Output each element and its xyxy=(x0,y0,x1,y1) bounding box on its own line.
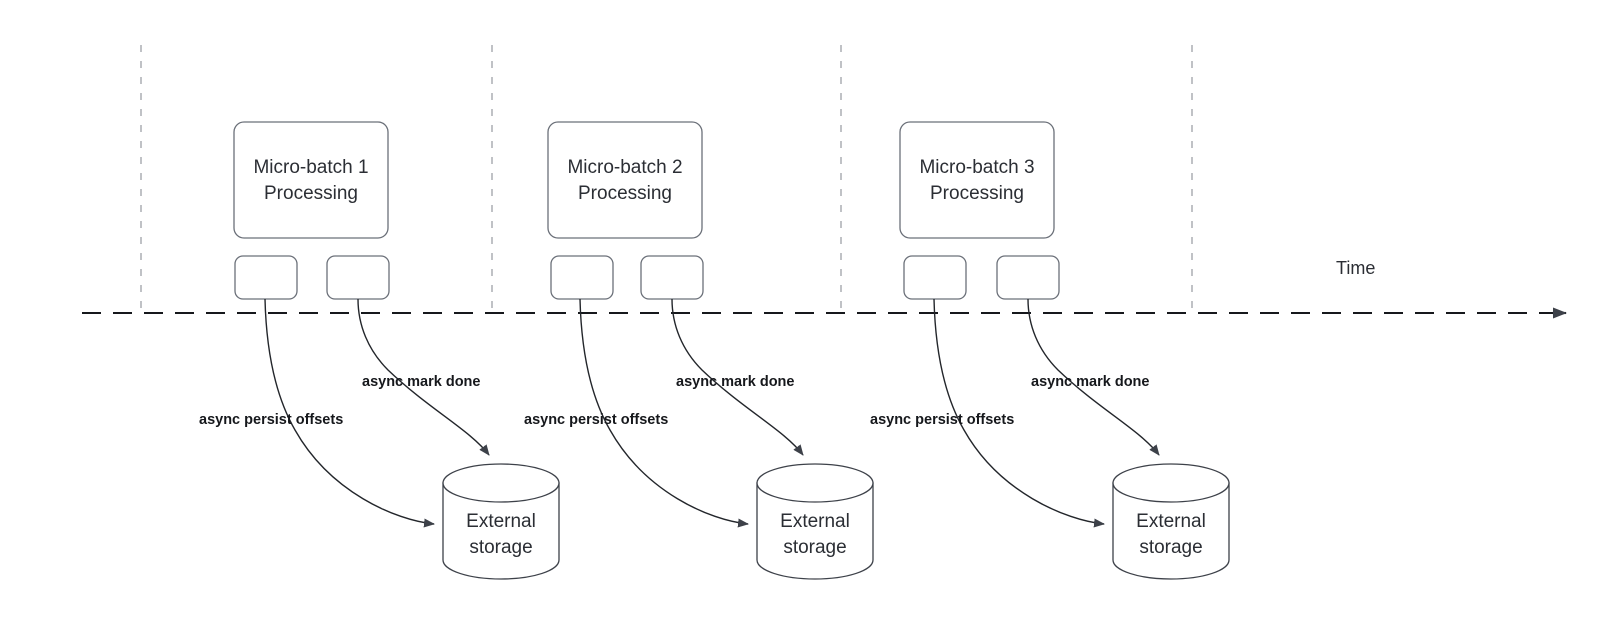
micro-batch-1-persist-task-box[interactable] xyxy=(234,255,298,300)
micro-batch-2-persist-offsets-connector xyxy=(579,298,749,528)
micro-batch-2-mark-done-task-box[interactable] xyxy=(640,255,704,300)
micro-batch-3-mark-done-connector xyxy=(1027,298,1160,456)
micro-batch-2-mark-done-label: async mark done xyxy=(676,374,794,390)
micro-batch-2-title-line1: Micro-batch 2 xyxy=(567,157,682,178)
micro-batch-2-mark-done-connector xyxy=(671,298,804,456)
micro-batch-3-persist-task-box[interactable] xyxy=(903,255,967,300)
micro-batch-2-external-storage[interactable]: External storage xyxy=(756,463,874,580)
micro-batch-2-box[interactable] xyxy=(547,121,703,239)
micro-batch-1-storage-label-line2: storage xyxy=(469,537,532,558)
micro-batch-3-box[interactable] xyxy=(899,121,1055,239)
time-axis-label: Time xyxy=(1336,258,1375,278)
micro-batch-3-storage-label-line2: storage xyxy=(1139,537,1202,558)
micro-batch-1-storage-label-line1: External xyxy=(466,511,536,532)
micro-batch-1-title-line1: Micro-batch 1 xyxy=(253,157,368,178)
batch-group-3: Micro-batch 3 Processing async persist o… xyxy=(870,121,1230,580)
micro-batch-3-mark-done-task-box[interactable] xyxy=(996,255,1060,300)
micro-batch-2-title-line2: Processing xyxy=(578,183,672,204)
micro-batch-1-external-storage[interactable]: External storage xyxy=(442,463,560,580)
micro-batch-1-title-line2: Processing xyxy=(264,183,358,204)
micro-batch-3-persist-offsets-label: async persist offsets xyxy=(870,412,1014,428)
timeline-dividers xyxy=(140,45,1193,313)
micro-batch-1-mark-done-task-box[interactable] xyxy=(326,255,390,300)
batch-group-1: Micro-batch 1 Processing async persist o… xyxy=(199,121,560,580)
micro-batch-1-box[interactable] xyxy=(233,121,389,239)
micro-batch-2-persist-task-box[interactable] xyxy=(550,255,614,300)
micro-batch-3-title-line2: Processing xyxy=(930,183,1024,204)
micro-batch-1-persist-offsets-label: async persist offsets xyxy=(199,412,343,428)
micro-batch-3-title-line1: Micro-batch 3 xyxy=(919,157,1034,178)
micro-batch-2-persist-offsets-label: async persist offsets xyxy=(524,412,668,428)
micro-batch-3-mark-done-label: async mark done xyxy=(1031,374,1149,390)
micro-batch-1-mark-done-connector xyxy=(357,298,490,456)
micro-batch-1-mark-done-label: async mark done xyxy=(362,374,480,390)
micro-batch-3-external-storage[interactable]: External storage xyxy=(1112,463,1230,580)
batch-group-2: Micro-batch 2 Processing async persist o… xyxy=(524,121,874,580)
micro-batch-1-persist-offsets-connector xyxy=(264,298,435,528)
micro-batch-2-storage-label-line1: External xyxy=(780,511,850,532)
micro-batch-3-storage-label-line1: External xyxy=(1136,511,1206,532)
micro-batch-2-storage-label-line2: storage xyxy=(783,537,846,558)
micro-batch-3-persist-offsets-connector xyxy=(933,298,1105,528)
